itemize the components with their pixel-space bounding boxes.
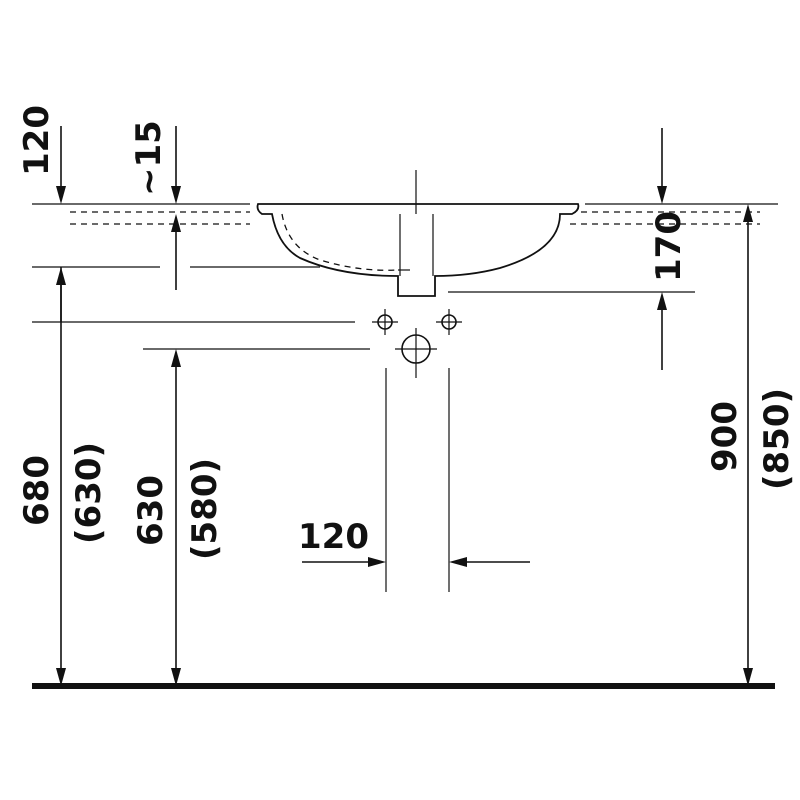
supply-valve-right — [436, 309, 462, 335]
dim-supply-height — [171, 349, 181, 686]
label-counter-height-alt: (850) — [757, 388, 797, 490]
dim-countertop-offset — [171, 126, 181, 290]
label-supply-height: 630 — [131, 475, 171, 546]
dim-counter-height — [743, 204, 753, 686]
dim-drain-height — [56, 267, 66, 686]
label-supply-spacing: 120 — [298, 517, 369, 557]
countertop-lines — [32, 203, 778, 225]
washbasin — [256, 170, 580, 297]
supply-valve-left — [372, 309, 398, 335]
label-drain-height-alt: (630) — [69, 442, 109, 544]
dim-top-clearance — [56, 126, 66, 204]
dim-supply-spacing — [302, 557, 530, 567]
label-counter-height: 900 — [705, 401, 745, 472]
label-drain-height: 680 — [17, 455, 57, 526]
drain-outlet — [395, 328, 437, 378]
dim-basin-depth — [657, 128, 667, 370]
reference-lines — [32, 266, 695, 350]
label-top-clearance: 120 — [17, 105, 57, 176]
label-countertop-offset: ~15 — [129, 120, 169, 196]
label-supply-height-alt: (580) — [185, 458, 225, 560]
label-basin-depth: 170 — [649, 211, 689, 282]
